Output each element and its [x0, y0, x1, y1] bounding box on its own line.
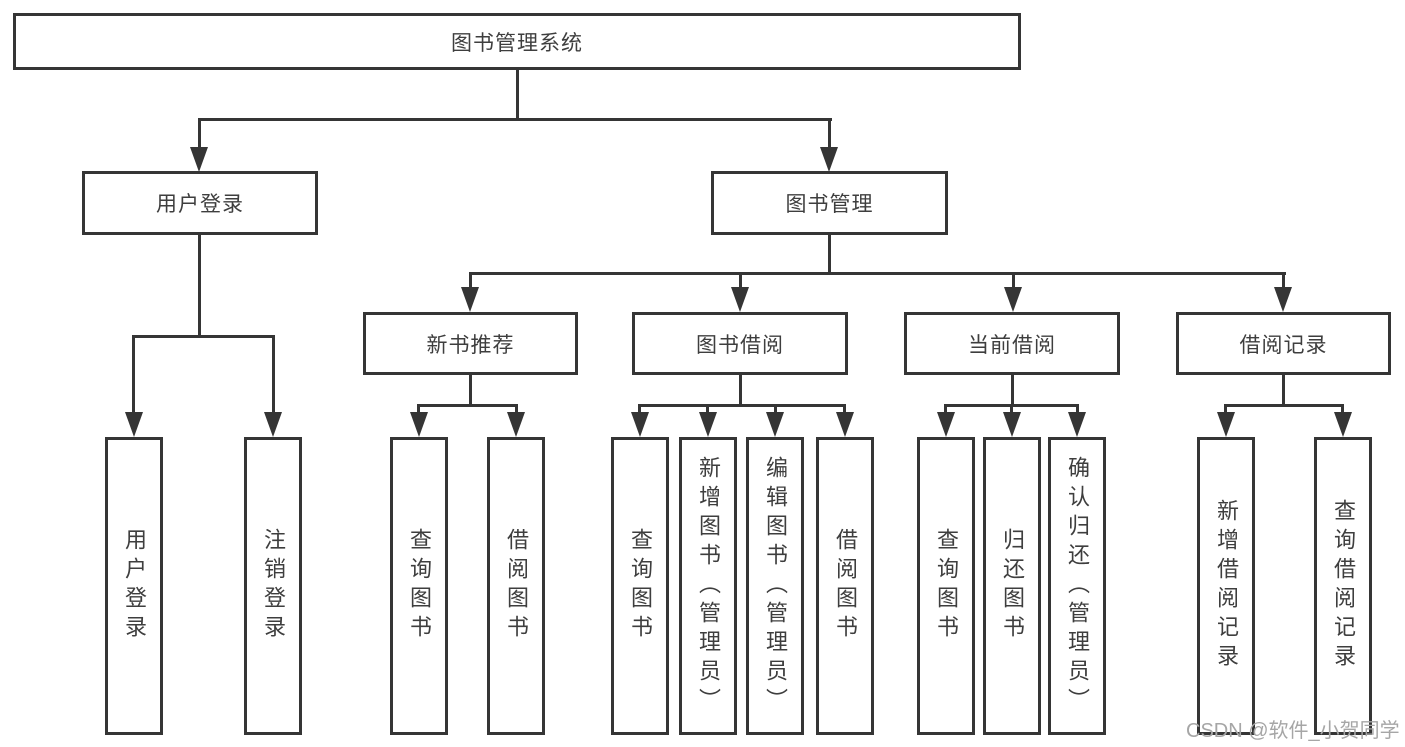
- connector-line: [843, 404, 846, 416]
- connector-line: [272, 335, 275, 415]
- node-library-system: 图书管理系统: [13, 13, 1021, 70]
- connector-line: [739, 272, 742, 288]
- node-leaf-confirm-return-admin-label: 确认归还（管理员）: [1065, 455, 1090, 717]
- connector-line: [1282, 375, 1285, 406]
- node-leaf-query-borrow-record: 查询借阅记录: [1314, 437, 1372, 735]
- node-leaf-borrow-books-label: 借阅图书: [833, 528, 858, 644]
- arrowhead-down-icon: [1274, 287, 1292, 312]
- node-leaf-user-login: 用户登录: [105, 437, 163, 735]
- node-current-borrow: 当前借阅: [904, 312, 1120, 375]
- arrowhead-down-icon: [1004, 287, 1022, 312]
- arrowhead-down-icon: [410, 412, 428, 437]
- arrowhead-down-icon: [699, 412, 717, 437]
- connector-line: [944, 404, 947, 416]
- connector-line: [1011, 375, 1014, 406]
- connector-line: [638, 404, 641, 416]
- connector-line: [739, 375, 742, 406]
- node-leaf-query-books-borrow: 查询图书: [611, 437, 669, 735]
- node-book-borrow: 图书借阅: [632, 312, 848, 375]
- connector-line: [198, 118, 201, 149]
- connector-line: [638, 404, 846, 407]
- arrowhead-down-icon: [507, 412, 525, 437]
- arrowhead-down-icon: [1068, 412, 1086, 437]
- connector-line: [1282, 272, 1285, 288]
- connector-line: [706, 404, 709, 416]
- arrowhead-down-icon: [125, 412, 143, 437]
- node-leaf-query-books-borrow-label: 查询图书: [628, 528, 653, 644]
- connector-line: [828, 118, 831, 149]
- arrowhead-down-icon: [1217, 412, 1235, 437]
- csdn-watermark: CSDN @软件_小贺同学: [1186, 720, 1400, 742]
- node-leaf-return-books: 归还图书: [983, 437, 1041, 735]
- connector-line: [828, 235, 831, 275]
- node-leaf-edit-books-admin: 编辑图书（管理员）: [746, 437, 804, 735]
- node-leaf-add-borrow-record: 新增借阅记录: [1197, 437, 1255, 735]
- connector-line: [1010, 404, 1013, 416]
- node-new-book-recommend-label: 新书推荐: [426, 333, 515, 357]
- arrowhead-down-icon: [937, 412, 955, 437]
- arrowhead-down-icon: [1003, 412, 1021, 437]
- connector-line: [198, 235, 201, 337]
- connector-line: [1012, 272, 1015, 288]
- node-borrow-records-label: 借阅记录: [1239, 333, 1328, 357]
- node-leaf-user-login-label: 用户登录: [122, 528, 147, 644]
- connector-line: [132, 335, 275, 338]
- node-current-borrow-label: 当前借阅: [968, 333, 1056, 357]
- arrowhead-down-icon: [461, 287, 479, 312]
- connector-line: [198, 118, 832, 121]
- node-leaf-add-borrow-record-label: 新增借阅记录: [1214, 499, 1239, 673]
- arrowhead-down-icon: [820, 147, 838, 172]
- node-leaf-edit-books-admin-label: 编辑图书（管理员）: [763, 455, 788, 717]
- node-leaf-add-books-admin: 新增图书（管理员）: [679, 437, 737, 735]
- arrowhead-down-icon: [264, 412, 282, 437]
- arrowhead-down-icon: [190, 147, 208, 172]
- arrowhead-down-icon: [836, 412, 854, 437]
- arrowhead-down-icon: [631, 412, 649, 437]
- node-book-borrow-label: 图书借阅: [696, 333, 784, 357]
- node-leaf-borrow-books-recommend-label: 借阅图书: [504, 528, 529, 644]
- node-user-login: 用户登录: [82, 171, 318, 235]
- connector-line: [1341, 404, 1344, 416]
- node-book-management: 图书管理: [711, 171, 948, 235]
- connector-line: [1224, 404, 1227, 416]
- connector-line: [469, 272, 472, 288]
- node-leaf-add-books-admin-label: 新增图书（管理员）: [696, 455, 721, 717]
- node-leaf-logout: 注销登录: [244, 437, 302, 735]
- connector-line: [469, 272, 1286, 275]
- connector-line: [132, 335, 135, 415]
- connector-line: [417, 404, 420, 416]
- node-leaf-confirm-return-admin: 确认归还（管理员）: [1048, 437, 1106, 735]
- connector-line: [1224, 404, 1344, 407]
- node-leaf-return-books-label: 归还图书: [1000, 528, 1025, 644]
- connector-line: [515, 404, 518, 416]
- node-book-management-label: 图书管理: [785, 193, 874, 216]
- node-leaf-query-books-current: 查询图书: [917, 437, 975, 735]
- node-leaf-query-books-recommend-label: 查询图书: [407, 528, 432, 644]
- node-library-system-label: 图书管理系统: [451, 31, 583, 55]
- connector-line: [1076, 404, 1079, 416]
- connector-line: [516, 70, 519, 120]
- node-leaf-borrow-books-recommend: 借阅图书: [487, 437, 545, 735]
- node-user-login-label: 用户登录: [156, 193, 244, 216]
- arrowhead-down-icon: [1334, 412, 1352, 437]
- node-leaf-query-books-recommend: 查询图书: [390, 437, 448, 735]
- connector-line: [774, 404, 777, 416]
- node-borrow-records: 借阅记录: [1176, 312, 1391, 375]
- node-new-book-recommend: 新书推荐: [363, 312, 578, 375]
- arrowhead-down-icon: [766, 412, 784, 437]
- node-leaf-query-books-current-label: 查询图书: [934, 528, 959, 644]
- connector-line: [417, 404, 518, 407]
- node-leaf-borrow-books: 借阅图书: [816, 437, 874, 735]
- node-leaf-logout-label: 注销登录: [261, 528, 286, 644]
- arrowhead-down-icon: [731, 287, 749, 312]
- node-leaf-query-borrow-record-label: 查询借阅记录: [1331, 499, 1356, 673]
- connector-line: [469, 375, 472, 406]
